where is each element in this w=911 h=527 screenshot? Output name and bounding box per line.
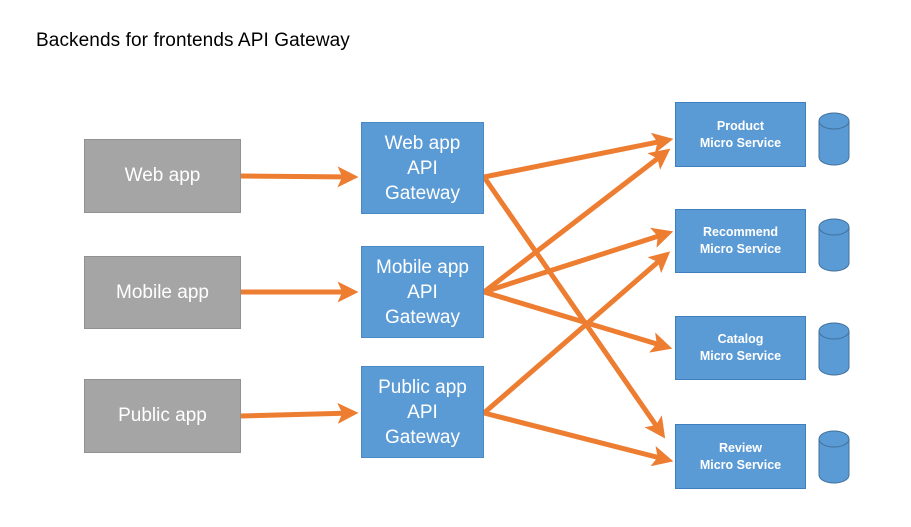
client-box-web-app[interactable]: Web app [84, 139, 241, 213]
gateway-box-public-app-api-gateway[interactable]: Public app API Gateway [361, 366, 484, 458]
database-icon-recommend [818, 218, 850, 272]
connector-mobile-gateway-to-catalog [483, 289, 673, 353]
gateway-box-mobile-app-api-gateway[interactable]: Mobile app API Gateway [361, 246, 484, 338]
gateway-box-web-app-api-gateway[interactable]: Web app API Gateway [361, 122, 484, 214]
gateway-label-web-app-line3: Gateway [385, 182, 460, 204]
connector-public-gateway-to-review [483, 410, 674, 467]
gateway-label-public-app-line1: Public app [378, 376, 467, 398]
client-label-web-app: Web app [124, 165, 201, 186]
gateway-label-web-app-line1: Web app [384, 132, 461, 154]
gateway-label-public-app-line2: API [407, 401, 438, 423]
client-box-mobile-app[interactable]: Mobile app [84, 256, 241, 329]
gateway-label-mobile-app-line3: Gateway [385, 306, 460, 328]
service-label-catalog-line1: Catalog [717, 332, 764, 346]
service-label-product-line1: Product [716, 118, 765, 133]
gateway-label-mobile-app-line1: Mobile app [376, 256, 469, 278]
connector-web-app-to-web-gateway [240, 166, 359, 188]
gateway-label-public-app-line3: Gateway [385, 426, 460, 448]
client-label-mobile-app: Mobile app [116, 281, 209, 303]
gateway-label-web-app-line2: API [407, 157, 438, 179]
service-box-recommend-micro-service[interactable]: Recommend Micro Service [675, 209, 806, 273]
connector-mobile-gateway-to-product [482, 148, 671, 294]
service-label-catalog-line2: Micro Service [699, 349, 782, 363]
gateway-label-mobile-app-line2: API [407, 281, 438, 303]
client-box-public-app[interactable]: Public app [84, 379, 241, 453]
connector-web-gateway-to-review [481, 175, 666, 439]
service-label-product-line2: Micro Service [699, 135, 782, 150]
service-box-product-micro-service[interactable]: Product Micro Service [675, 102, 806, 167]
database-icon-review [818, 430, 850, 484]
database-icon-product [818, 112, 850, 166]
page-title: Backends for frontends API Gateway [36, 30, 350, 51]
service-label-review-line2: Micro Service [699, 457, 782, 472]
service-box-review-micro-service[interactable]: Review Micro Service [675, 424, 806, 489]
service-label-recommend-line1: Recommend [702, 225, 778, 239]
client-label-public-app: Public app [118, 405, 207, 426]
service-label-recommend-line2: Micro Service [699, 242, 782, 256]
connector-public-gateway-to-recommend [482, 251, 671, 415]
database-icon-catalog [818, 322, 850, 376]
service-box-catalog-micro-service[interactable]: Catalog Micro Service [675, 316, 806, 380]
service-label-review-line1: Review [718, 440, 763, 455]
connector-public-app-to-public-gateway [240, 402, 359, 424]
connector-mobile-gateway-to-recommend [483, 227, 674, 295]
connector-web-gateway-to-product [483, 132, 674, 180]
